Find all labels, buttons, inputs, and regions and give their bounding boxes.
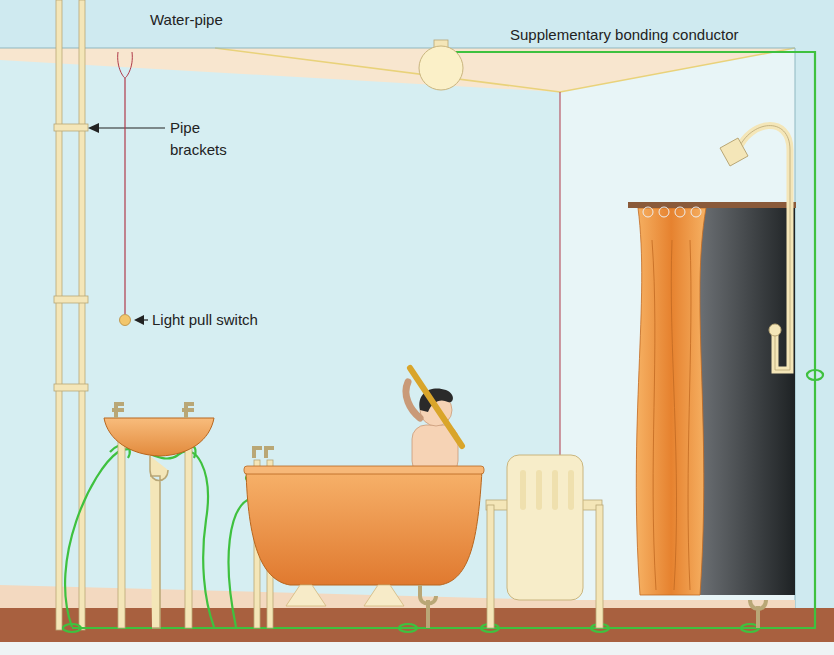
bath-tub — [246, 470, 482, 585]
shower-wall — [700, 205, 795, 595]
back-brush — [410, 368, 462, 446]
pipe-bracket — [54, 124, 88, 131]
shower-head — [720, 138, 748, 166]
bonding-wire — [72, 46, 815, 628]
curtain-ring — [643, 207, 653, 217]
bonding-loop — [807, 370, 823, 380]
pull-cord — [124, 78, 125, 314]
leader-arrows — [88, 123, 165, 325]
ceiling-edge — [215, 48, 795, 92]
radiator-fin — [568, 470, 574, 510]
bonding-loop — [63, 624, 81, 632]
shower-pipe — [738, 126, 790, 370]
side-wall — [560, 48, 795, 608]
shower-trap — [750, 600, 766, 628]
label-text: Supplementary bonding conductor — [510, 24, 739, 46]
light-pull-switch — [118, 52, 133, 326]
pipe-bracket — [54, 296, 88, 303]
bonding-conductor — [63, 46, 823, 632]
curtain-fold — [652, 240, 691, 590]
bath-foot — [364, 585, 404, 606]
label-text: Water-pipe — [150, 9, 223, 31]
radiator-body — [507, 455, 583, 600]
wash-basin — [104, 404, 214, 628]
shower — [628, 126, 796, 628]
bath — [244, 368, 484, 628]
pull-knob — [120, 315, 131, 326]
radiator-fin — [520, 470, 526, 510]
pipe — [79, 0, 85, 630]
pipe — [118, 440, 125, 628]
curtain-ring — [675, 207, 685, 217]
ceiling-pulley — [118, 52, 133, 78]
basin-trap — [150, 456, 168, 628]
floor-base — [0, 642, 834, 655]
pipe-bracket — [54, 384, 88, 391]
tap — [254, 448, 274, 458]
bath-trap — [420, 585, 436, 628]
ceiling-line — [0, 48, 795, 49]
radiator-fin — [552, 470, 558, 510]
ceiling — [0, 48, 795, 92]
bath-foot — [286, 585, 326, 606]
pipe — [185, 440, 192, 628]
bath-rim — [244, 466, 484, 474]
pipe — [596, 505, 603, 628]
label-text: Light pull switch — [152, 309, 258, 331]
shower-valve — [769, 324, 781, 336]
leader-line — [96, 127, 165, 128]
pipe — [487, 505, 494, 628]
arrow-head — [134, 315, 144, 325]
pipe — [56, 0, 62, 630]
basin — [104, 418, 214, 456]
radiator — [486, 455, 603, 628]
curtain-ring — [659, 207, 669, 217]
lamp-globe — [419, 46, 463, 90]
label-text: Pipe brackets — [170, 117, 242, 161]
ceiling-light — [419, 40, 463, 90]
curtain-rail — [628, 202, 796, 208]
tap — [182, 404, 194, 418]
tap — [112, 404, 124, 418]
person-arm — [406, 382, 420, 418]
shower-pipe-edge — [738, 126, 790, 370]
bonding-loop — [399, 624, 417, 632]
curtain-ring — [691, 207, 701, 217]
shower-curtain — [636, 208, 706, 595]
arrow-head — [88, 123, 99, 133]
radiator-fin — [536, 470, 542, 510]
